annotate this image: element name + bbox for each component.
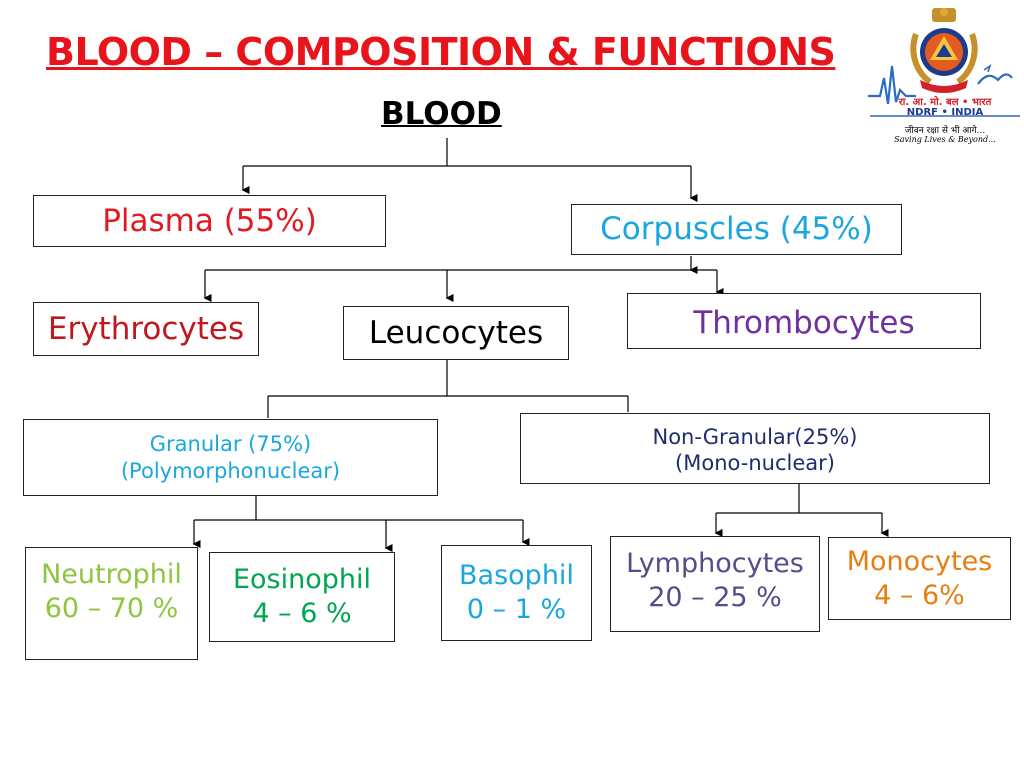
granular-line1: Granular (75%) <box>149 432 312 457</box>
logo-org-english: NDRF • INDIA <box>906 107 984 118</box>
basophil-line1: Basophil <box>459 560 574 592</box>
lymphocytes-line2: 20 – 25 % <box>648 581 782 613</box>
erythrocytes-label: Erythrocytes <box>47 310 245 347</box>
plasma-label: Plasma (55%) <box>102 202 317 239</box>
thrombocytes-node: Thrombocytes <box>627 293 981 349</box>
neutrophil-node: Neutrophil 60 – 70 % <box>25 547 198 660</box>
plasma-node: Plasma (55%) <box>33 195 386 247</box>
basophil-line2: 0 – 1 % <box>466 594 567 625</box>
leucocytes-node: Leucocytes <box>343 306 569 360</box>
page-title: BLOOD – COMPOSITION & FUNCTIONS <box>46 30 836 74</box>
non-granular-node: Non-Granular(25%) (Mono-nuclear) <box>520 413 990 484</box>
neutrophil-line1: Neutrophil <box>41 559 182 590</box>
monocytes-line2: 4 – 6% <box>874 579 965 611</box>
lymphocytes-line1: Lymphocytes <box>626 548 804 579</box>
monocytes-node: Monocytes 4 – 6% <box>828 537 1011 620</box>
eosinophil-line2: 4 – 6 % <box>252 598 352 629</box>
root-node-blood: BLOOD <box>381 96 502 132</box>
logo-motto-hindi: जीवन रक्षा से भी आगे... <box>904 126 986 136</box>
corpuscles-label: Corpuscles (45%) <box>600 211 873 248</box>
eosinophil-node: Eosinophil 4 – 6 % <box>209 552 395 642</box>
ndrf-logo: रा. आ. मो. बल • भारत NDRF • INDIA जीवन र… <box>866 4 1024 154</box>
basophil-node: Basophil 0 – 1 % <box>441 545 592 641</box>
logo-org-hindi: रा. आ. मो. बल • भारत <box>898 97 992 108</box>
non-granular-line1: Non-Granular(25%) <box>652 425 858 449</box>
logo-motto-english: Saving Lives & Beyond... <box>894 135 996 144</box>
granular-line2: (Polymorphonuclear) <box>120 458 341 483</box>
neutrophil-line2: 60 – 70 % <box>44 592 179 624</box>
erythrocytes-node: Erythrocytes <box>33 302 259 356</box>
thrombocytes-label: Thrombocytes <box>693 305 915 341</box>
ndrf-emblem-icon <box>868 8 1020 117</box>
monocytes-line1: Monocytes <box>846 545 993 577</box>
corpuscles-node: Corpuscles (45%) <box>571 204 902 255</box>
leucocytes-label: Leucocytes <box>368 314 544 351</box>
granular-node: Granular (75%) (Polymorphonuclear) <box>23 419 438 496</box>
eosinophil-line1: Eosinophil <box>232 564 372 596</box>
non-granular-line2: (Mono-nuclear) <box>675 451 835 476</box>
lymphocytes-node: Lymphocytes 20 – 25 % <box>610 536 820 632</box>
